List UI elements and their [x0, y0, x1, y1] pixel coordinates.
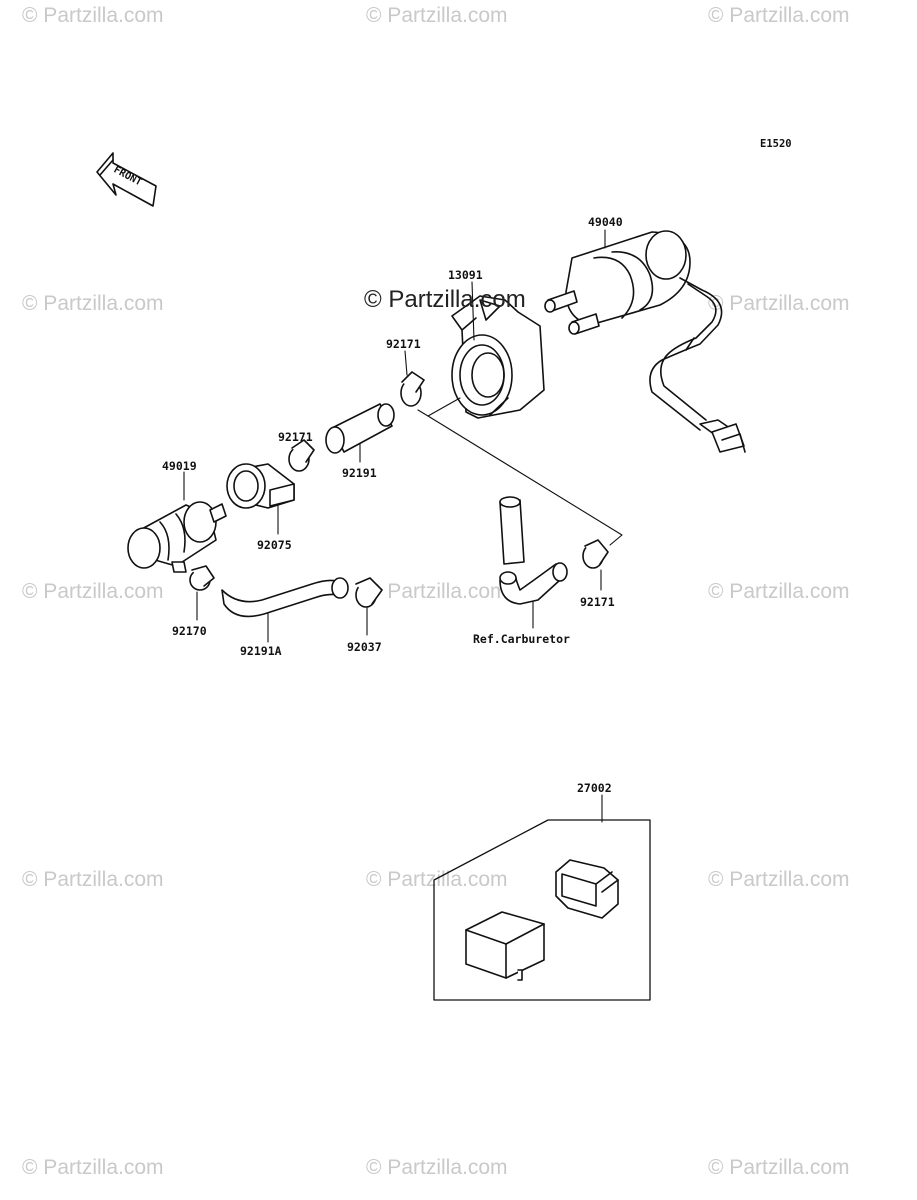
watermark: © Partzilla.com: [22, 1156, 164, 1179]
hose-clamp-92171: [289, 440, 314, 471]
leader-lines: [184, 230, 622, 822]
hose-clamp-92171: [583, 540, 608, 568]
watermark: © Partzilla.com: [708, 580, 850, 603]
part-label-49019[interactable]: 49019: [162, 459, 197, 473]
rubber-holder-92075: [227, 464, 294, 508]
watermark: © Partzilla.com: [366, 1156, 508, 1179]
fuel-filter-49019: [128, 502, 226, 572]
carburetor-hoses: [500, 497, 567, 604]
hose-clamp-92170: [190, 566, 214, 590]
ref-carburetor-label: Ref.Carburetor: [473, 632, 570, 646]
diagram-code: E1520: [760, 138, 792, 150]
watermark: © Partzilla.com: [708, 868, 850, 891]
fuel-pump-49040: [545, 231, 745, 452]
watermark: © Partzilla.com: [708, 1156, 850, 1179]
part-label-92171[interactable]: 92171: [580, 595, 615, 609]
watermark: © Partzilla.com: [708, 292, 850, 315]
part-label-92170[interactable]: 92170: [172, 624, 207, 638]
watermark: © Partzilla.com: [366, 4, 508, 27]
part-label-27002[interactable]: 27002: [577, 781, 612, 795]
part-label-92171[interactable]: 92171: [278, 430, 313, 444]
watermark: © Partzilla.com: [22, 4, 164, 27]
hose-clamp-92171: [401, 372, 424, 406]
hose-clamp-92037: [356, 578, 382, 607]
watermark: © Partzilla.com: [22, 868, 164, 891]
part-label-92075[interactable]: 92075: [257, 538, 292, 552]
part-label-92191A[interactable]: 92191A: [240, 644, 282, 658]
part-label-92171[interactable]: 92171: [386, 337, 421, 351]
watermark: © Partzilla.com: [366, 868, 508, 891]
front-arrow-icon: FRONT: [97, 153, 156, 206]
pump-bracket-13091: [452, 296, 544, 418]
watermark: © Partzilla.com: [366, 580, 508, 603]
part-label-92037[interactable]: 92037: [347, 640, 382, 654]
kit-27002: [434, 820, 650, 1000]
watermark: © Partzilla.com: [22, 292, 164, 315]
center-watermark: © Partzilla.com: [364, 286, 526, 313]
part-label-92191[interactable]: 92191: [342, 466, 377, 480]
watermark: © Partzilla.com: [708, 4, 850, 27]
fuel-hose-92191: [326, 404, 394, 453]
fuel-hose-92191A: [222, 578, 348, 616]
part-label-49040[interactable]: 49040: [588, 215, 623, 229]
part-label-13091[interactable]: 13091: [448, 268, 483, 282]
watermark: © Partzilla.com: [22, 580, 164, 603]
